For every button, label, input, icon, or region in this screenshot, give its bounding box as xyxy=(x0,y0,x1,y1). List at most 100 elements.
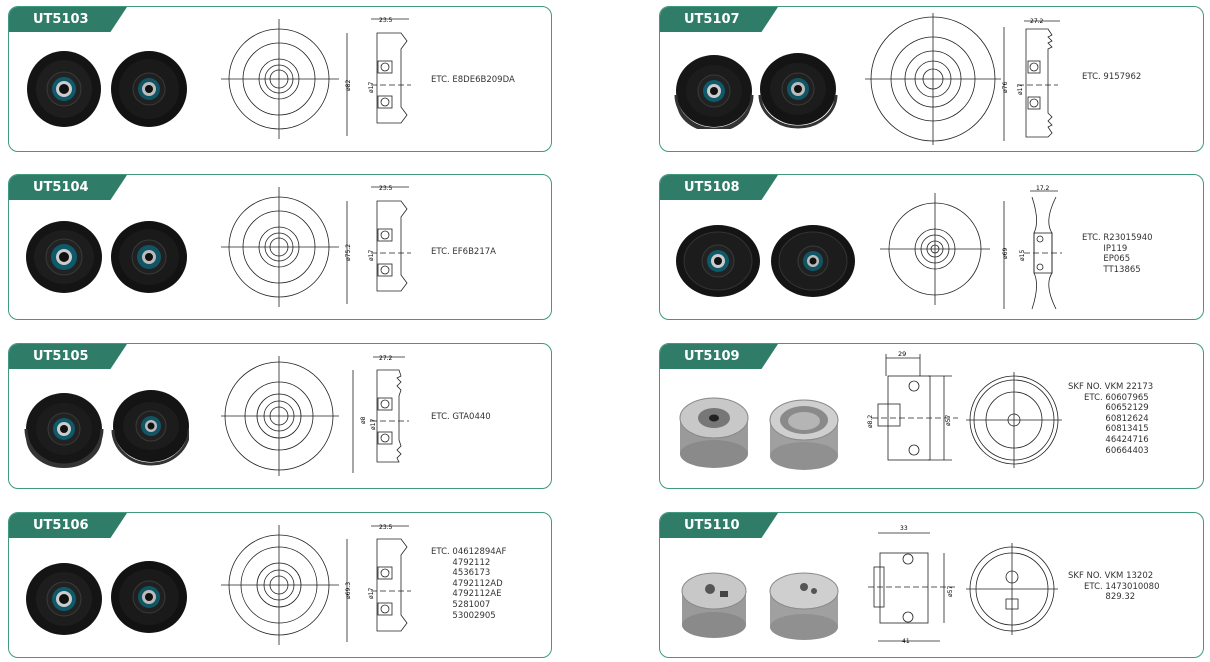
ref-code: 46424716 xyxy=(1105,434,1149,445)
cross-reference: SKF NO. VKM 22173 ETC. 60607965 60652129… xyxy=(1068,382,1153,456)
ref-code: 60812624 xyxy=(1105,413,1149,424)
bore-dimension: ø17 xyxy=(1017,84,1024,95)
front-view-drawing xyxy=(221,19,339,139)
etc-label: ETC. xyxy=(431,75,450,85)
bore-dimension: ø17 xyxy=(368,250,375,261)
bore-dimension: 41 xyxy=(902,638,910,645)
product-id-tag: UT5103 xyxy=(9,7,127,32)
section-view-drawing: 27.2 ø76 ø17 xyxy=(1002,18,1060,141)
ref-code: 4536173 xyxy=(452,568,491,579)
section-view-drawing: 23.5 ø69.3 ø17 xyxy=(345,524,411,642)
ref-code: 5281007 xyxy=(452,599,491,610)
section-view-drawing: 27.2 ø8 ø17 xyxy=(352,355,409,473)
product-id-tag: UT5107 xyxy=(660,7,778,32)
ref-code: 4792112 xyxy=(452,557,491,568)
product-photo xyxy=(27,51,187,127)
width-dimension: 23.5 xyxy=(379,524,393,531)
product-id-tag: UT5106 xyxy=(9,513,127,538)
product-id-tag: UT5110 xyxy=(660,513,778,538)
cross-reference: ETC. GTA0440 xyxy=(431,412,491,423)
cross-reference: ETC. 9157962 xyxy=(1082,72,1141,83)
bore-dimension: ø15 xyxy=(1019,250,1026,261)
ref-code: 60652129 xyxy=(1105,403,1149,414)
front-view-drawing xyxy=(966,543,1058,635)
ref-code: 53002905 xyxy=(452,610,496,621)
product-card-ut5103: UT5103 23.5 ø82 ø17 ETC. E8DE6B209DA xyxy=(8,6,552,152)
product-card-ut5110: UT5110 33 41 ø57 SKF NO. VKM 13202 ETC. … xyxy=(659,512,1204,658)
skf-number: SKF NO. VKM 13202 xyxy=(1068,571,1154,581)
product-id-tag: UT5105 xyxy=(9,344,127,369)
ref-code: EP065 xyxy=(1103,254,1131,265)
front-view-drawing xyxy=(221,525,339,645)
ref-code: 9157962 xyxy=(1103,72,1142,82)
od-dimension: ø57 xyxy=(947,586,954,597)
etc-label: ETC. xyxy=(431,247,450,257)
width-dimension: 23.5 xyxy=(379,185,393,192)
product-card-ut5106: UT5106 23.5 ø69.3 ø17 ETC. 04612894AF 47… xyxy=(8,512,552,658)
ref-code: EF6B217A xyxy=(452,247,496,257)
ref-code: 4792112AD xyxy=(452,578,503,589)
width-dimension: 17.2 xyxy=(1036,185,1050,192)
front-view-drawing xyxy=(966,372,1062,468)
section-view-drawing: 17.2 ø69 ø15 xyxy=(1002,185,1062,310)
product-card-ut5104: UT5104 23.5 ø75.2 ø17 ETC. EF6B217A xyxy=(8,174,552,320)
ref-code: GTA0440 xyxy=(452,412,491,422)
front-view-drawing xyxy=(221,356,339,476)
od-dimension: ø69.3 xyxy=(345,582,352,599)
product-card-ut5107: UT5107 27.2 ø76 ø17 ETC. 9157962 xyxy=(659,6,1204,152)
bore-dimension: ø17 xyxy=(368,82,375,93)
product-id-tag: UT5108 xyxy=(660,175,778,200)
ref-code: 829.32 xyxy=(1105,592,1136,603)
product-id-tag: UT5109 xyxy=(660,344,778,369)
product-card-ut5105: UT5105 27.2 ø8 ø17 ETC. GTA0440 xyxy=(8,343,552,489)
width-dimension: 23.5 xyxy=(379,17,393,24)
cross-reference: ETC. R23015940 IP119 EP065 TT13865 xyxy=(1082,233,1153,275)
bore-dimension: ø17 xyxy=(368,588,375,599)
section-view-drawing: 29 ø57 ø8.2 xyxy=(867,350,958,461)
ref-code: 60813415 xyxy=(1105,424,1149,435)
product-photo xyxy=(679,397,839,470)
product-photo xyxy=(681,572,839,640)
product-id-tag: UT5104 xyxy=(9,175,127,200)
cross-reference: ETC. E8DE6B209DA xyxy=(431,75,515,86)
product-photo xyxy=(674,53,838,129)
section-view-drawing: 23.5 ø75.2 ø17 xyxy=(345,185,411,304)
width-dimension: 27.2 xyxy=(1030,18,1044,25)
ref-code: R23015940 xyxy=(1103,233,1153,243)
product-photo xyxy=(676,225,855,297)
etc-label: ETC. xyxy=(431,412,450,422)
od-dimension: ø82 xyxy=(345,80,352,91)
ref-code: 60664403 xyxy=(1105,445,1149,456)
ref-code: E8DE6B209DA xyxy=(452,75,515,85)
bore-dimension: ø17 xyxy=(370,419,377,430)
product-photo xyxy=(24,390,189,468)
od-dimension: ø8 xyxy=(360,416,367,424)
bore-dimension: ø8.2 xyxy=(867,415,874,428)
product-card-ut5109: UT5109 29 ø57 ø8.2 SKF NO. VKM 22173 ETC… xyxy=(659,343,1204,489)
od-dimension: ø75.2 xyxy=(345,244,352,261)
product-photo xyxy=(26,221,187,293)
ref-code: TT13865 xyxy=(1103,264,1141,275)
front-view-drawing xyxy=(865,13,1001,145)
width-dimension: 29 xyxy=(898,350,906,358)
skf-number: SKF NO. VKM 22173 xyxy=(1068,382,1154,392)
cross-reference: ETC. EF6B217A xyxy=(431,247,496,258)
width-dimension: 27.2 xyxy=(379,355,393,362)
section-view-drawing: 23.5 ø82 ø17 xyxy=(345,17,411,136)
etc-label: ETC. xyxy=(1082,233,1101,243)
etc-label: ETC. xyxy=(1084,392,1103,403)
product-card-ut5108: UT5108 17.2 ø69 ø15 ETC. R23015940 IP119… xyxy=(659,174,1204,320)
etc-label: ETC. xyxy=(1082,72,1101,82)
section-view-drawing: 33 41 ø57 xyxy=(868,525,958,645)
product-photo xyxy=(26,561,187,635)
cross-reference: SKF NO. VKM 13202 ETC. 1473010080 829.32 xyxy=(1068,571,1160,603)
od-dimension: ø69 xyxy=(1002,248,1009,259)
etc-label: ETC. xyxy=(1084,581,1103,592)
ref-code: 60607965 xyxy=(1105,392,1149,403)
etc-label: ETC. xyxy=(431,547,450,557)
ref-code: 1473010080 xyxy=(1105,581,1160,592)
ref-code: 4792112AE xyxy=(452,589,502,600)
od-dimension: ø57 xyxy=(945,415,952,426)
ref-code: IP119 xyxy=(1103,243,1128,254)
od-dimension: ø76 xyxy=(1002,82,1009,93)
